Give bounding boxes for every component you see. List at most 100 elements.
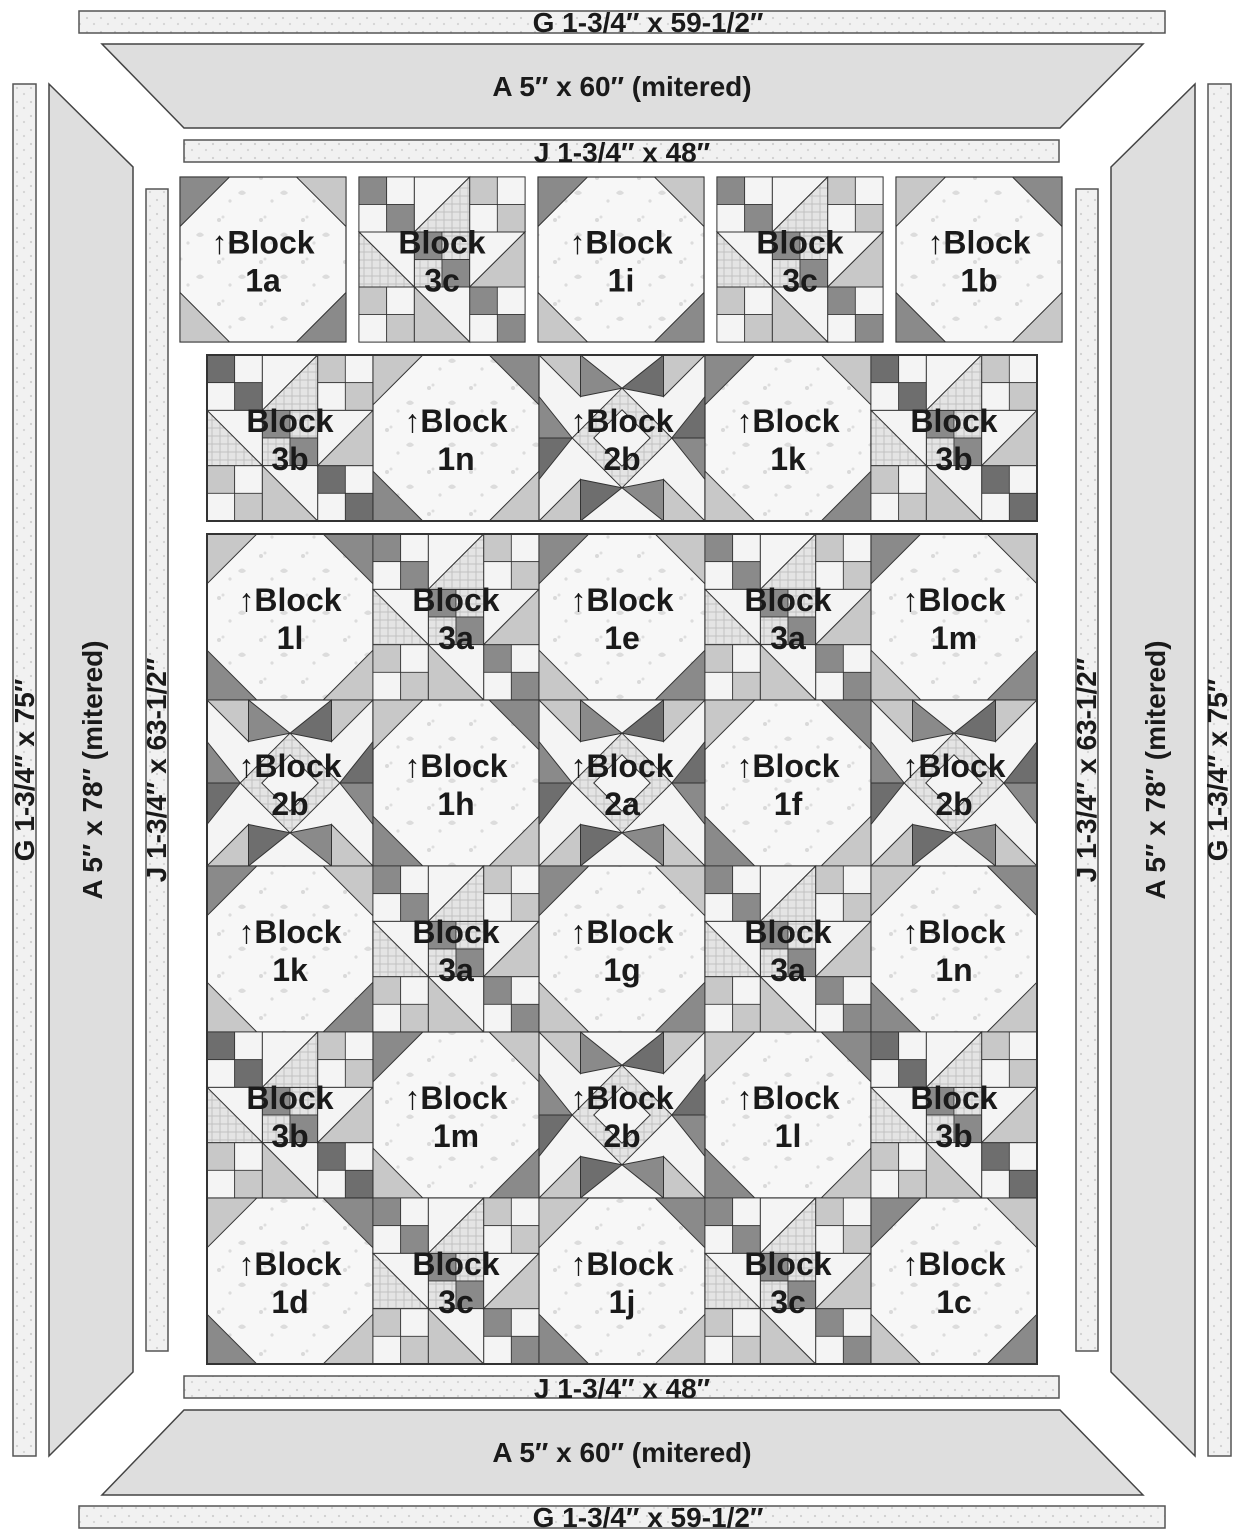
bottom-a-border: A 5″ x 60″ (mitered)	[102, 1410, 1143, 1495]
left-j-border: J 1-3/4″ x 63-1/2″	[141, 189, 172, 1351]
block-label-id: 3c	[424, 263, 460, 299]
block-label-id: 3c	[782, 263, 818, 299]
right-a-border-label: A 5″ x 78″ (mitered)	[1140, 640, 1171, 899]
block-label-line1: Block	[246, 403, 333, 439]
block-label-id: 1k	[770, 441, 806, 477]
block-label-id: 3b	[271, 441, 308, 477]
block-label-id: 1l	[277, 620, 304, 656]
block-label-id: 1n	[935, 952, 972, 988]
block-label-line1: ↑Block	[902, 748, 1005, 784]
block-label-id: 3b	[935, 441, 972, 477]
right-g-border-label: G 1-3/4″ x 75″	[1202, 679, 1233, 861]
block-label-id: 3a	[438, 620, 474, 656]
block-label-line1: ↑Block	[927, 225, 1030, 261]
block-label-line1: ↑Block	[238, 748, 341, 784]
block-label-id: 1a	[245, 263, 281, 299]
block-label-id: 3a	[770, 952, 806, 988]
block-label-id: 1b	[960, 263, 997, 299]
block-label-line1: Block	[412, 914, 499, 950]
left-j-border-label: J 1-3/4″ x 63-1/2″	[141, 658, 172, 883]
block-label-line1: ↑Block	[404, 1080, 507, 1116]
block-label-line1: ↑Block	[570, 1080, 673, 1116]
bottom-a-border-label: A 5″ x 60″ (mitered)	[492, 1437, 751, 1468]
block-label-line1: Block	[412, 582, 499, 618]
right-j-border: J 1-3/4″ x 63-1/2″	[1071, 189, 1102, 1351]
block-label-line1: Block	[398, 225, 485, 261]
block-label-id: 1k	[272, 952, 308, 988]
block-label-id: 1c	[936, 1284, 972, 1320]
block-label-line1: ↑Block	[736, 403, 839, 439]
top-j-border-label: J 1-3/4″ x 48″	[534, 137, 710, 168]
block-label-id: 3c	[770, 1284, 806, 1320]
block-label-line1: Block	[246, 1080, 333, 1116]
right-g-border: G 1-3/4″ x 75″	[1202, 84, 1233, 1456]
block-label-id: 1d	[271, 1284, 308, 1320]
bottom-g-border-label: G 1-3/4″ x 59-1/2″	[533, 1502, 764, 1532]
block-label-id: 2b	[603, 1118, 640, 1154]
block-label-line1: ↑Block	[736, 1080, 839, 1116]
block-label-line1: ↑Block	[404, 748, 507, 784]
top-a-border: A 5″ x 60″ (mitered)	[102, 44, 1143, 128]
block-label-line1: Block	[744, 582, 831, 618]
block-label-line1: Block	[412, 1246, 499, 1282]
block-label-id: 1e	[604, 620, 640, 656]
left-a-border-label: A 5″ x 78″ (mitered)	[77, 640, 108, 899]
block-label-line1: Block	[744, 1246, 831, 1282]
top-a-border-label: A 5″ x 60″ (mitered)	[492, 71, 751, 102]
block-label-line1: Block	[910, 403, 997, 439]
top-g-border: G 1-3/4″ x 59-1/2″	[79, 7, 1165, 38]
block-label-id: 1m	[433, 1118, 479, 1154]
right-a-border: A 5″ x 78″ (mitered)	[1111, 84, 1195, 1456]
top-g-border-label: G 1-3/4″ x 59-1/2″	[533, 7, 764, 38]
block-label-id: 2b	[603, 441, 640, 477]
block-label-id: 3b	[271, 1118, 308, 1154]
block-label-line1: ↑Block	[736, 748, 839, 784]
block-label-id: 2b	[271, 786, 308, 822]
block-label-line1: ↑Block	[238, 582, 341, 618]
block-label-line1: Block	[910, 1080, 997, 1116]
left-g-border-label: G 1-3/4″ x 75″	[9, 679, 40, 861]
block-1d: ↑Block1d	[207, 1198, 373, 1364]
block-label-line1: ↑Block	[238, 914, 341, 950]
block-label-line1: ↑Block	[238, 1246, 341, 1282]
top-j-border: J 1-3/4″ x 48″	[184, 137, 1059, 168]
block-label-id: 2b	[935, 786, 972, 822]
block-label-line1: ↑Block	[570, 1246, 673, 1282]
block-label-line1: Block	[744, 914, 831, 950]
block-label-line1: ↑Block	[902, 582, 1005, 618]
block-label-id: 1f	[774, 786, 803, 822]
right-j-border-label: J 1-3/4″ x 63-1/2″	[1071, 658, 1102, 883]
block-label-id: 2a	[604, 786, 640, 822]
block-label-id: 1l	[775, 1118, 802, 1154]
block-label-id: 3b	[935, 1118, 972, 1154]
block-label-line1: ↑Block	[902, 914, 1005, 950]
block-label-id: 1i	[608, 263, 635, 299]
